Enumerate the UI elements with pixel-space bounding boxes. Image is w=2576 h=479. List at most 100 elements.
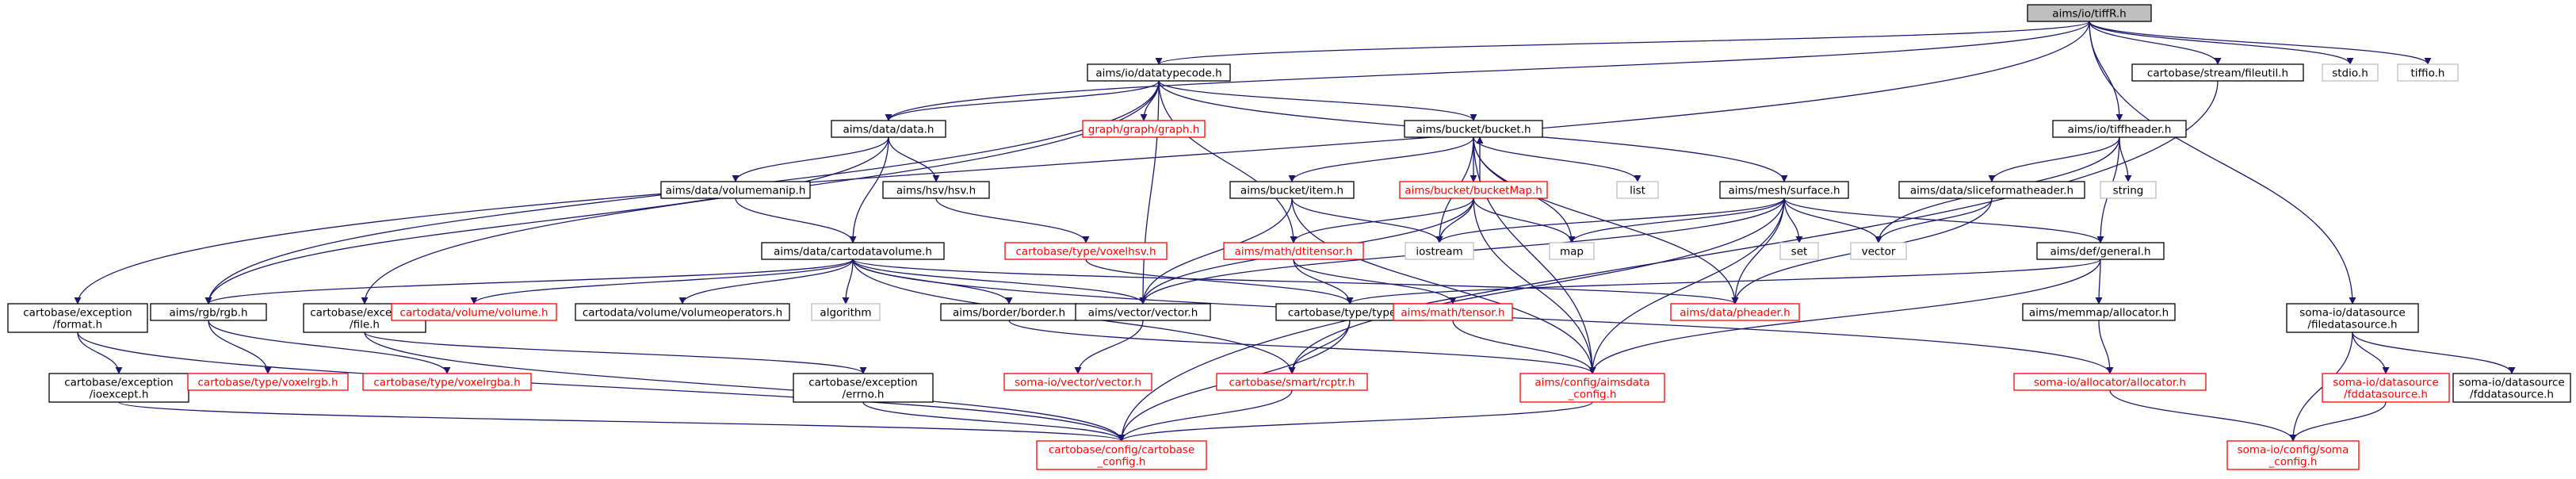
node-label: aims/bucket/bucket.h [1416, 124, 1531, 136]
node-memallocator[interactable]: aims/memmap/allocator.h [2022, 303, 2176, 321]
node-label: aims/data/cartodatavolume.h [774, 246, 932, 259]
node-pheader: aims/data/pheader.h [1670, 303, 1800, 321]
node-vectorh[interactable]: aims/vector/vector.h [1075, 303, 1211, 321]
edge-aimsdata-to-cartoconfig [1118, 401, 1593, 442]
node-graph: graph/graph/graph.h [1082, 120, 1206, 138]
node-label: vector [1862, 246, 1896, 259]
node-label: _config.h [1568, 389, 1617, 401]
node-label: aims/vector/vector.h [1088, 307, 1198, 320]
node-label: soma-io/config/soma [2238, 444, 2349, 457]
edge-datatypecode-to-vectorh [1139, 80, 1160, 305]
node-fileutil[interactable]: cartobase/stream/fileutil.h [2131, 63, 2304, 82]
edge-datah-to-cartovolume [849, 136, 889, 243]
node-box [1670, 303, 1800, 321]
node-dtitensor: aims/math/dtitensor.h [1223, 242, 1364, 260]
edge-bucketmap-to-dtitensor [1290, 197, 1474, 243]
node-label: aims/hsv/hsv.h [896, 185, 976, 197]
node-label: graph/graph/graph.h [1088, 124, 1200, 136]
node-root[interactable]: aims/io/tiffR.h [2027, 4, 2152, 22]
node-box [2397, 63, 2459, 82]
node-box [1399, 181, 1548, 199]
node-box [1850, 242, 1907, 260]
edge-cartovolume-to-pheader [852, 259, 1739, 305]
node-formatexc[interactable]: cartobase/exception/format.h [7, 303, 148, 333]
node-box [2131, 63, 2304, 82]
node-tensor: aims/math/tensor.h [1393, 303, 1513, 321]
edge-surface-to-pheader [1731, 197, 1785, 305]
node-label: aims/border/border.h [953, 307, 1065, 320]
node-box [2013, 373, 2207, 391]
node-label: aims/data/sliceformatheader.h [1910, 185, 2073, 197]
node-voxelhsv: cartobase/type/voxelhsv.h [1004, 242, 1168, 260]
edge-bucketmap-to-aimsdata [1473, 197, 1596, 374]
node-box [2286, 303, 2419, 333]
node-cartoconfig: cartobase/config/cartobase_config.h [1036, 440, 1207, 470]
dependency-nodes: aims/io/tiffR.h aims/io/datatypecode.h car… [7, 4, 2571, 470]
node-label: /file.h [350, 319, 380, 331]
node-label: cartobase/exception [64, 377, 174, 389]
node-voxelrgba: cartobase/type/voxelrgba.h [362, 373, 532, 391]
edge-fileutil-to-cartoconfig [1118, 80, 2219, 442]
node-label: _config.h [1097, 456, 1146, 469]
node-filedatasource[interactable]: soma-io/datasource/filedatasource.h [2286, 303, 2419, 333]
edge-voxelhsv-to-types [1085, 259, 1354, 305]
node-label: aims/bucket/bucketMap.h [1405, 185, 1542, 197]
edge-ioexcept-to-cartoconfig [118, 401, 1126, 442]
edge-bucket-to-list [1473, 136, 1642, 182]
node-fdds[interactable]: soma-io/datasource/fddatasource.h [2452, 373, 2571, 403]
node-border[interactable]: aims/border/border.h [940, 303, 1078, 321]
edge-datah-to-hsv [888, 136, 940, 182]
node-label: set [1791, 246, 1808, 259]
node-label: /ioexcept.h [90, 389, 149, 401]
node-label: soma-io/datasource [2299, 307, 2405, 320]
node-fdds-missing: soma-io/datasource/fddatasource.h [2322, 373, 2450, 403]
node-algorithm: algorithm [811, 303, 881, 321]
node-label: aims/config/aimsdata [1535, 377, 1649, 389]
node-somaconfig: soma-io/config/soma_config.h [2226, 440, 2360, 470]
node-types[interactable]: cartobase/type/types.h [1275, 303, 1424, 321]
node-sliceformat[interactable]: aims/data/sliceformatheader.h [1898, 181, 2085, 199]
node-label: cartobase/type/voxelrgb.h [198, 377, 338, 389]
edge-formatexc-to-cartoconfig [77, 331, 1126, 442]
edge-surface-to-general [1783, 197, 2104, 243]
node-general[interactable]: aims/def/general.h [2036, 242, 2165, 260]
node-box [1223, 242, 1364, 260]
node-datah[interactable]: aims/data/data.h [831, 120, 946, 138]
node-label: soma-io/vector/vector.h [1015, 377, 1141, 389]
node-set: set [1779, 242, 1819, 260]
node-bucketitem[interactable]: aims/bucket/item.h [1229, 181, 1355, 199]
edge-fileexc-to-cartoconfig [364, 331, 1126, 442]
edge-formatexc-to-ioexcept [77, 331, 123, 374]
node-cartovolume[interactable]: aims/data/cartodatavolume.h [761, 242, 945, 260]
node-box [187, 373, 349, 391]
edge-general-to-types [1346, 259, 2101, 305]
edge-datah-to-volmanip [732, 136, 889, 182]
node-box [1549, 242, 1595, 260]
node-box [2027, 4, 2152, 22]
node-volmanip[interactable]: aims/data/volumemanip.h [660, 181, 811, 199]
node-bucket[interactable]: aims/bucket/bucket.h [1404, 120, 1543, 138]
node-label: stdio.h [2332, 67, 2368, 80]
node-ioexcept[interactable]: cartobase/exception/ioexcept.h [48, 373, 189, 403]
node-errno[interactable]: cartobase/exception/errno.h [793, 373, 934, 403]
node-label: aims/io/datatypecode.h [1095, 67, 1221, 80]
node-rgb[interactable]: aims/rgb/rgb.h [150, 303, 267, 321]
node-volops[interactable]: cartodata/volume/volumeoperators.h [575, 303, 790, 321]
node-label: aims/math/dtitensor.h [1235, 246, 1353, 259]
edge-bucketitem-to-vectorh [1139, 197, 1293, 305]
node-hsv[interactable]: aims/hsv/hsv.h [882, 181, 990, 199]
node-tiffheader[interactable]: aims/io/tiffheader.h [2052, 120, 2187, 138]
node-map: map [1549, 242, 1595, 260]
node-box [831, 120, 946, 138]
edge-root-to-datah [885, 21, 2090, 121]
node-aimsdata: aims/config/aimsdata_config.h [1519, 373, 1665, 403]
node-label: /format.h [53, 319, 102, 331]
node-datatypecode[interactable]: aims/io/datatypecode.h [1087, 63, 1231, 82]
edge-tiffheader-to-sliceformat [1988, 136, 2120, 182]
edge-root-to-filedatasource [2089, 21, 2356, 305]
node-surface[interactable]: aims/mesh/surface.h [1719, 181, 1849, 199]
node-box [1393, 303, 1513, 321]
node-box [2100, 181, 2157, 199]
node-label: cartobase/type/voxelhsv.h [1015, 246, 1156, 259]
edge-dtitensor-to-tensor [1293, 259, 1457, 305]
